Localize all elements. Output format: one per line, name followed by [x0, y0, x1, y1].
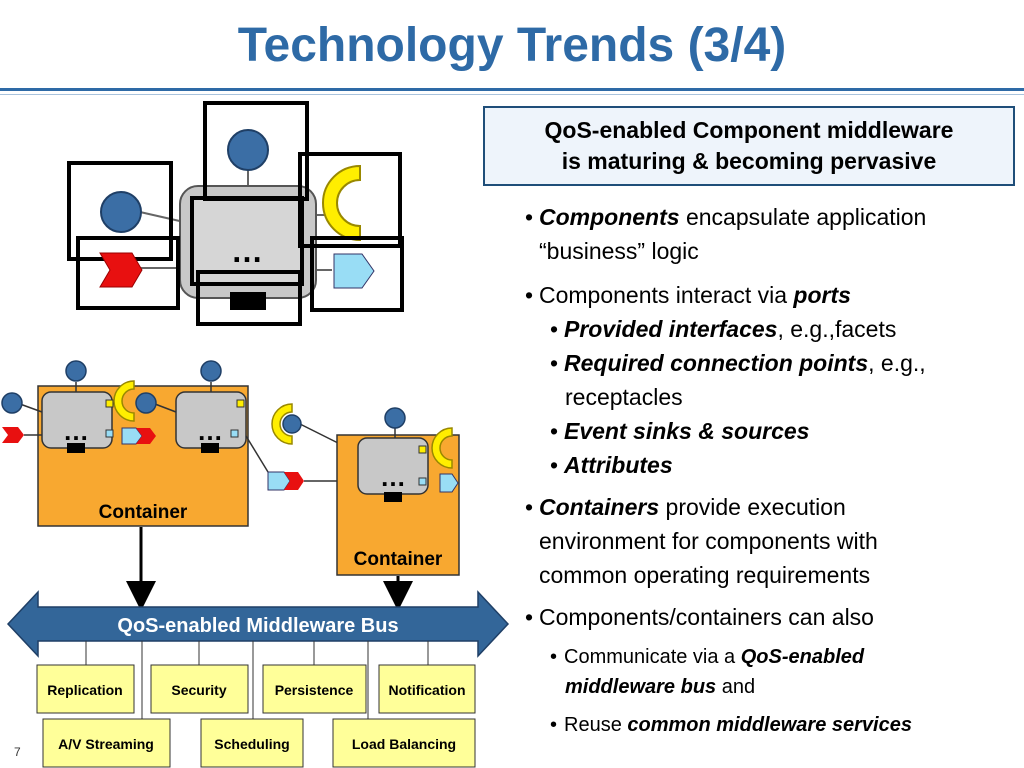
callout-line-2: is maturing & becoming pervasive	[561, 148, 937, 174]
services-row-1: Replication Security Persistence Notific…	[36, 664, 476, 714]
attribute-icon	[384, 492, 402, 502]
service-load-balancing	[332, 718, 476, 768]
service-av-streaming-label: A/V Streaming	[58, 736, 154, 752]
container-1-label: Container	[99, 502, 188, 523]
container-2: Container …	[336, 407, 460, 576]
event-source-icon	[99, 252, 143, 288]
bullet-provided-interfaces: •Provided interfaces, e.g.,facets	[550, 316, 897, 342]
event-source-icon	[136, 428, 156, 444]
bullet-components-containers: •Components/containers can also	[525, 604, 874, 630]
receptacle-icon	[113, 380, 135, 422]
facet-circle-icon	[384, 407, 406, 429]
slide-title: Technology Trends (3/4)	[237, 19, 787, 72]
attribute-frame	[196, 270, 302, 326]
attribute-icon	[67, 443, 85, 453]
bullet-reuse: •Reuse common middleware services	[550, 714, 912, 736]
service-security-label: Security	[171, 682, 226, 698]
event-sink-icon	[439, 473, 459, 493]
service-notification-label: Notification	[389, 682, 466, 698]
large-component-ellipsis: …	[231, 233, 263, 269]
facet-circle-icon	[1, 392, 23, 414]
bullet-required-points-cont: receptacles	[565, 384, 683, 410]
receptacle-icon	[322, 164, 361, 242]
service-scheduling-label: Scheduling	[214, 736, 289, 752]
title-underline-thin	[0, 94, 1024, 95]
container-2-label: Container	[354, 549, 443, 570]
facet-circle-icon	[65, 360, 87, 382]
service-scheduling	[200, 718, 304, 768]
attribute-icon	[201, 443, 219, 453]
receptacle-icon	[431, 427, 453, 469]
bullet-required-points: •Required connection points, e.g.,	[550, 350, 926, 376]
facet-frame-top	[203, 101, 309, 201]
event-source-frame	[76, 236, 180, 310]
bullet-communicate: •Communicate via a QoS-enabled	[550, 646, 865, 668]
bullet-components-cont: “business” logic	[539, 238, 699, 264]
facet-circle-icon	[227, 129, 269, 171]
service-persistence-label: Persistence	[275, 682, 354, 698]
services-row-2: A/V Streaming Scheduling Load Balancing	[42, 718, 476, 768]
service-replication-label: Replication	[47, 682, 122, 698]
bullet-communicate-cont: middleware bus and	[565, 676, 756, 698]
service-notification	[378, 664, 476, 714]
service-av-streaming	[42, 718, 171, 768]
middleware-bus-label: QoS-enabled Middleware Bus	[117, 615, 398, 637]
callout-box: QoS-enabled Component middleware is matu…	[483, 106, 1015, 186]
component-c-ellipsis: …	[380, 462, 406, 492]
facet-circle-icon-left	[100, 191, 142, 233]
slide-number: 7	[14, 745, 21, 759]
large-component: …	[67, 101, 404, 326]
bullet-ports: •Components interact via ports	[525, 282, 851, 308]
middleware-bus	[6, 590, 510, 658]
service-persistence	[262, 664, 367, 714]
component-b-ellipsis: …	[197, 416, 223, 446]
event-source-icon	[284, 472, 304, 490]
bullet-attributes: •Attributes	[550, 452, 673, 478]
facet-circle-icon	[282, 414, 302, 434]
facet-circle-icon	[200, 360, 222, 382]
bullet-event-sinks: •Event sinks & sources	[550, 418, 810, 444]
attribute-icon	[230, 292, 266, 310]
title-underline	[0, 88, 1024, 91]
service-security	[150, 664, 249, 714]
event-sink-icon	[333, 253, 375, 289]
receptacle-icon	[271, 403, 293, 445]
service-replication	[36, 664, 135, 714]
bullet-components: •Components encapsulate application	[525, 204, 927, 230]
receptacle-frame	[298, 152, 402, 248]
callout-line-1: QoS-enabled Component middleware	[544, 116, 954, 143]
container-1: Container … …	[1, 360, 249, 527]
event-sink-frame	[310, 236, 404, 312]
bullet-containers: •Containers provide execution	[525, 494, 846, 520]
event-source-icon	[2, 427, 24, 443]
facet-circle-icon	[135, 392, 157, 414]
component-a-ellipsis: …	[63, 416, 89, 446]
service-load-balancing-label: Load Balancing	[352, 736, 456, 752]
bullet-containers-cont-2: common operating requirements	[539, 562, 871, 588]
bullet-containers-cont-1: environment for components with	[539, 528, 878, 554]
